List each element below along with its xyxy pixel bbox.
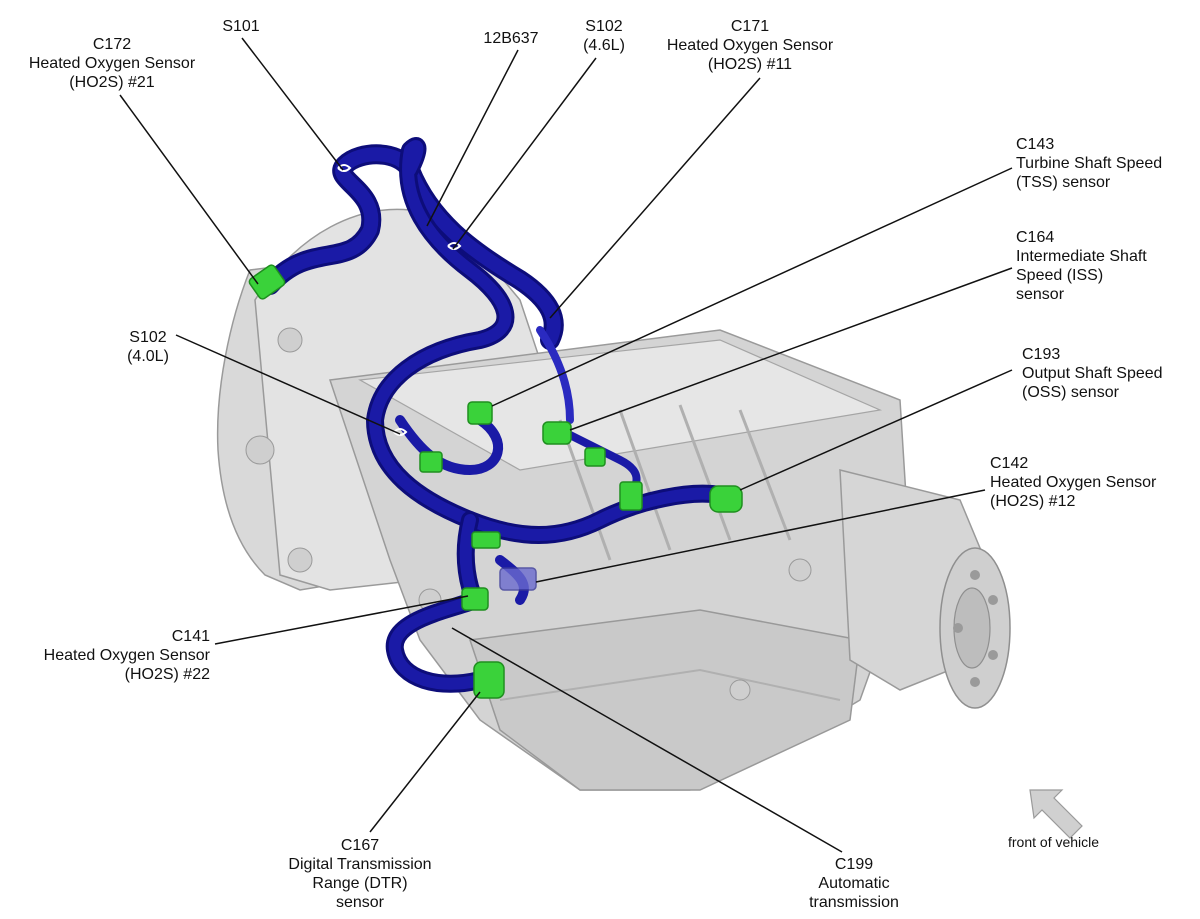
connector-c193 xyxy=(709,485,743,513)
label-s101: S101 xyxy=(222,18,260,35)
leader-c172 xyxy=(119,94,259,285)
connector-mid-1 xyxy=(419,451,443,473)
leader-c199 xyxy=(451,627,843,853)
connector-c143 xyxy=(467,401,493,425)
connector-c141 xyxy=(461,587,489,611)
label-c143: C143 Turbine Shaft Speed (TSS) sensor xyxy=(1016,136,1163,191)
splice-s102-40 xyxy=(393,428,408,436)
leader-s102-46 xyxy=(452,57,597,250)
leader-c143 xyxy=(491,167,1013,407)
connector-mid-3 xyxy=(471,531,501,549)
label-c171: C171 Heated Oxygen Sensor (HO2S) #11 xyxy=(666,18,834,73)
label-12b637: 12B637 xyxy=(483,30,539,47)
connectors xyxy=(248,264,743,699)
label-s102-46: S102 (4.6L) xyxy=(583,18,625,54)
label-c141: C141 Heated Oxygen Sensor (HO2S) #22 xyxy=(43,628,210,683)
connector-c142 xyxy=(499,567,537,591)
leader-c142 xyxy=(535,489,986,583)
label-c199: C199 Automatic transmission xyxy=(809,856,899,911)
splices xyxy=(337,164,462,436)
leader-c171 xyxy=(549,77,761,319)
leader-s102-40 xyxy=(175,334,401,435)
leader-c167 xyxy=(369,691,481,833)
connector-mid-2 xyxy=(619,481,643,511)
label-c142: C142 Heated Oxygen Sensor (HO2S) #12 xyxy=(990,455,1157,510)
transmission-housing xyxy=(216,208,1011,791)
leader-c164 xyxy=(569,267,1013,431)
leader-lines xyxy=(119,37,1013,853)
connector-c164 xyxy=(542,421,572,445)
label-c164: C164 Intermediate Shaft Speed (ISS) sens… xyxy=(1016,229,1147,303)
splice-s102-46 xyxy=(447,242,462,250)
front-arrow-icon xyxy=(1029,789,1083,839)
leader-c193 xyxy=(739,369,1013,491)
connector-mid-4 xyxy=(584,447,606,467)
leader-s101 xyxy=(241,37,344,171)
label-c172: C172 Heated Oxygen Sensor (HO2S) #21 xyxy=(28,36,196,91)
connector-c167 xyxy=(473,661,505,699)
label-c193: C193 Output Shaft Speed (OSS) sensor xyxy=(1022,346,1163,401)
label-front-of-vehicle: front of vehicle xyxy=(1008,834,1100,850)
splice-s101 xyxy=(337,164,352,172)
connector-c172 xyxy=(248,264,286,300)
leader-12b637 xyxy=(426,49,519,227)
leader-c141 xyxy=(214,595,469,645)
label-c167: C167 Digital Transmission Range (DTR) se… xyxy=(288,837,432,911)
label-s102-40: S102 (4.0L) xyxy=(127,329,169,365)
wiring-harness xyxy=(260,137,729,693)
